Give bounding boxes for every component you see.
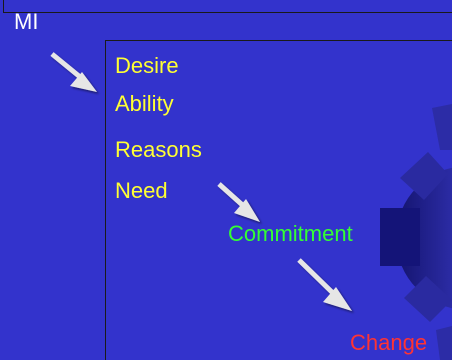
factor-desire: Desire — [115, 53, 179, 78]
gear-icon — [380, 104, 452, 360]
factor-need: Need — [115, 178, 168, 203]
commitment-label: Commitment — [228, 221, 353, 246]
factor-ability: Ability — [115, 91, 174, 116]
title-label: MI — [14, 9, 39, 34]
factor-reasons: Reasons — [115, 137, 202, 162]
arrow-down-right-icon — [217, 182, 260, 222]
arrow-down-right-icon — [50, 52, 97, 92]
change-label: Change — [350, 330, 428, 355]
inner-frame — [105, 40, 452, 360]
arrow-down-right-icon — [297, 258, 352, 311]
outer-frame — [3, 0, 452, 13]
